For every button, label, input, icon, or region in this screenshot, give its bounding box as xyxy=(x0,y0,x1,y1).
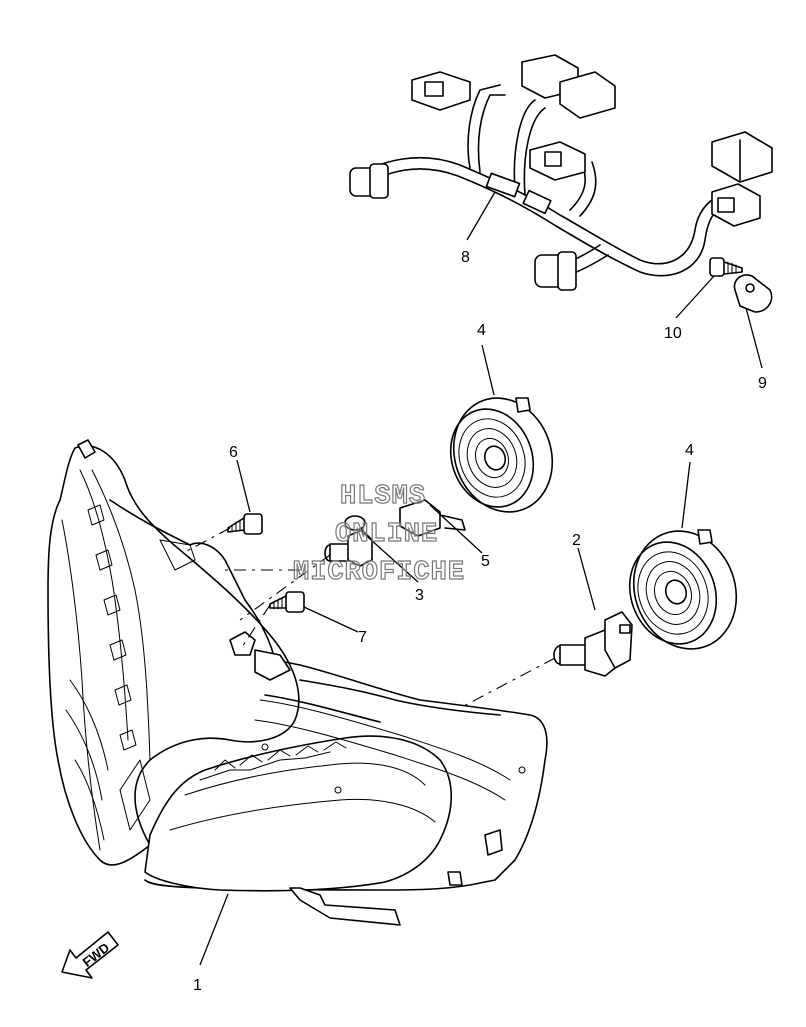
callout-4-upper: 4 xyxy=(477,322,486,339)
axis-bulb-3 xyxy=(239,554,331,621)
watermark-line2: ONLINE xyxy=(335,520,438,550)
fwd-arrow-icon: FWD xyxy=(61,931,119,979)
bulb-cover-4-lower[interactable] xyxy=(616,517,753,664)
watermark: HLSMS ONLINE MICROFICHE xyxy=(292,481,465,588)
axis-screw-7 xyxy=(239,604,271,651)
connector-bottom xyxy=(534,251,577,291)
callout-7: 7 xyxy=(358,629,367,646)
screw-10[interactable] xyxy=(709,257,743,277)
inner-lens-fins xyxy=(214,741,347,771)
headlight-assembly-1[interactable] xyxy=(47,439,548,926)
socket-5[interactable] xyxy=(399,499,466,537)
clamp-9[interactable] xyxy=(733,274,773,313)
axis-bulb-2 xyxy=(459,657,556,709)
connector-right-bottom xyxy=(711,183,761,227)
connector-top-left xyxy=(411,71,471,111)
watermark-line1: HLSMS xyxy=(340,482,426,512)
lens-teeth xyxy=(87,504,137,751)
callout-1: 1 xyxy=(193,977,202,994)
screw-7[interactable] xyxy=(269,591,305,613)
connector-middle xyxy=(529,141,586,181)
connector-right-top xyxy=(711,131,773,183)
connector-left xyxy=(349,163,389,199)
callout-3: 3 xyxy=(415,587,424,604)
callout-8: 8 xyxy=(461,249,470,266)
callout-10: 10 xyxy=(664,325,682,342)
bulb-3[interactable] xyxy=(324,515,373,567)
callout-5: 5 xyxy=(481,553,490,570)
watermark-line3: MICROFICHE xyxy=(293,558,465,588)
screw-6[interactable] xyxy=(227,513,263,535)
callout-4-lower: 4 xyxy=(685,442,694,459)
callout-6: 6 xyxy=(229,444,238,461)
callout-2: 2 xyxy=(572,532,581,549)
leader-lines xyxy=(199,191,763,966)
callout-9: 9 xyxy=(758,375,767,392)
wire-harness[interactable] xyxy=(349,54,773,291)
connector-top-block xyxy=(521,54,616,119)
bulb-2[interactable] xyxy=(553,611,633,677)
axis-screw-6-b xyxy=(184,527,231,553)
bulb-cover-4-upper[interactable] xyxy=(437,384,568,526)
